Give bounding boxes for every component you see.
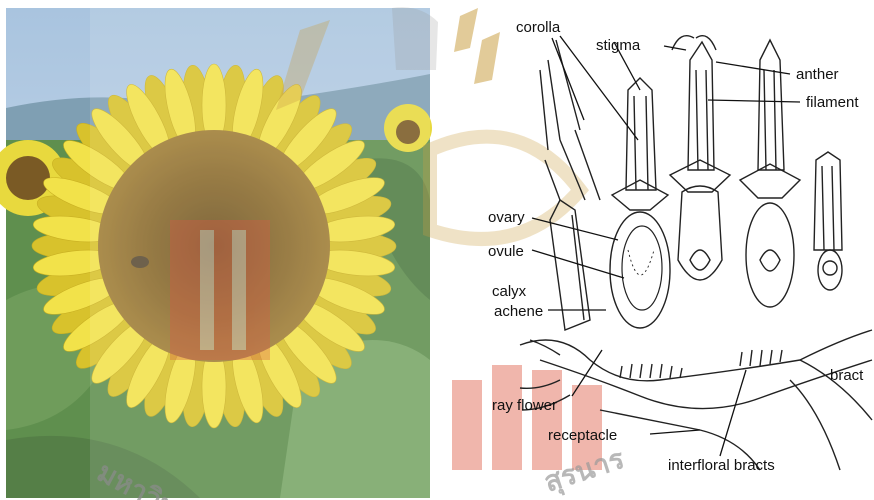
label-ovule: ovule <box>488 243 524 260</box>
small-floret <box>814 152 842 290</box>
label-corolla: corolla <box>516 19 561 36</box>
label-ray-flower: ray flower <box>492 397 557 414</box>
label-receptacle: receptacle <box>548 427 617 444</box>
floret-three <box>740 40 800 307</box>
label-interfloral-bracts: interfloral bracts <box>668 457 775 474</box>
watermark-wash <box>90 8 430 498</box>
label-calyx: calyx <box>492 283 527 300</box>
label-ovary: ovary <box>488 209 525 226</box>
label-anther: anther <box>796 66 839 83</box>
label-achene: achene <box>494 303 543 320</box>
label-bract: bract <box>830 367 864 384</box>
sunflower-photo <box>0 8 432 498</box>
label-stigma: stigma <box>596 37 641 54</box>
ovule-shape <box>622 226 662 310</box>
label-filament: filament <box>806 94 859 111</box>
floret-stigma <box>670 36 730 280</box>
